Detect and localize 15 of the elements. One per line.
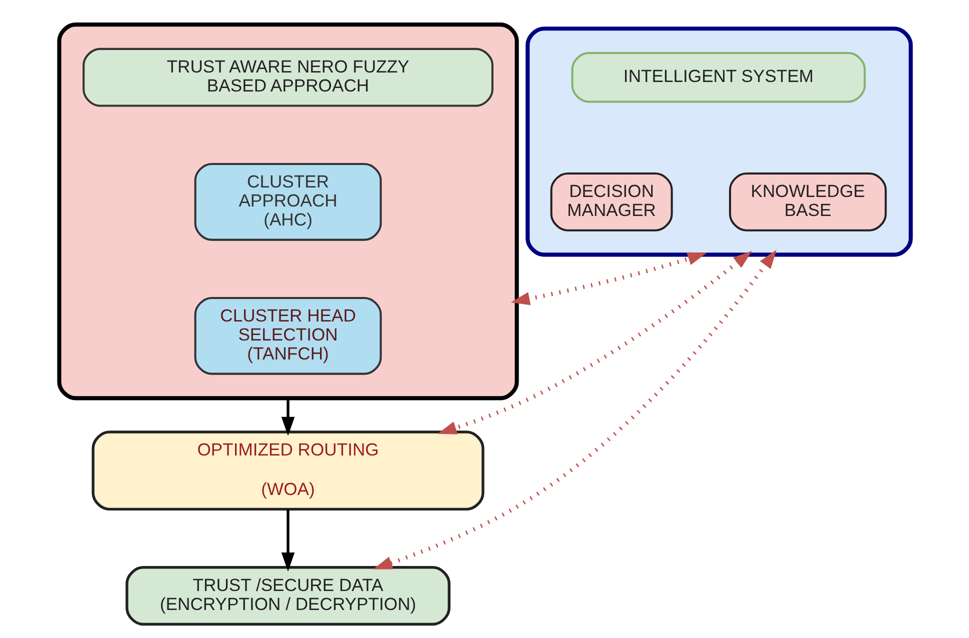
node-box: CLUSTER APPROACH (AHC) — [194, 162, 382, 241]
arrow — [437, 250, 752, 434]
node-box: TRUST AWARE NERO FUZZY BASED APPROACH — [82, 48, 493, 107]
arrow — [280, 509, 294, 572]
node-box: DECISION MANAGER — [550, 172, 672, 232]
node-box: OPTIMIZED ROUTING (WOA) — [91, 430, 484, 511]
cluster — [525, 26, 912, 257]
node-box: CLUSTER HEAD SELECTION (TANFCH) — [194, 297, 382, 375]
arrow — [510, 252, 706, 306]
arrow — [372, 250, 776, 570]
node-box: KNOWLEDGE BASE — [728, 172, 886, 232]
node-box: INTELLIGENT SYSTEM — [570, 52, 866, 103]
cluster — [56, 22, 518, 400]
node-box: TRUST /SECURE DATA (ENCRYPTION / DECRYPTION) — [125, 566, 450, 626]
arrow — [280, 398, 294, 436]
